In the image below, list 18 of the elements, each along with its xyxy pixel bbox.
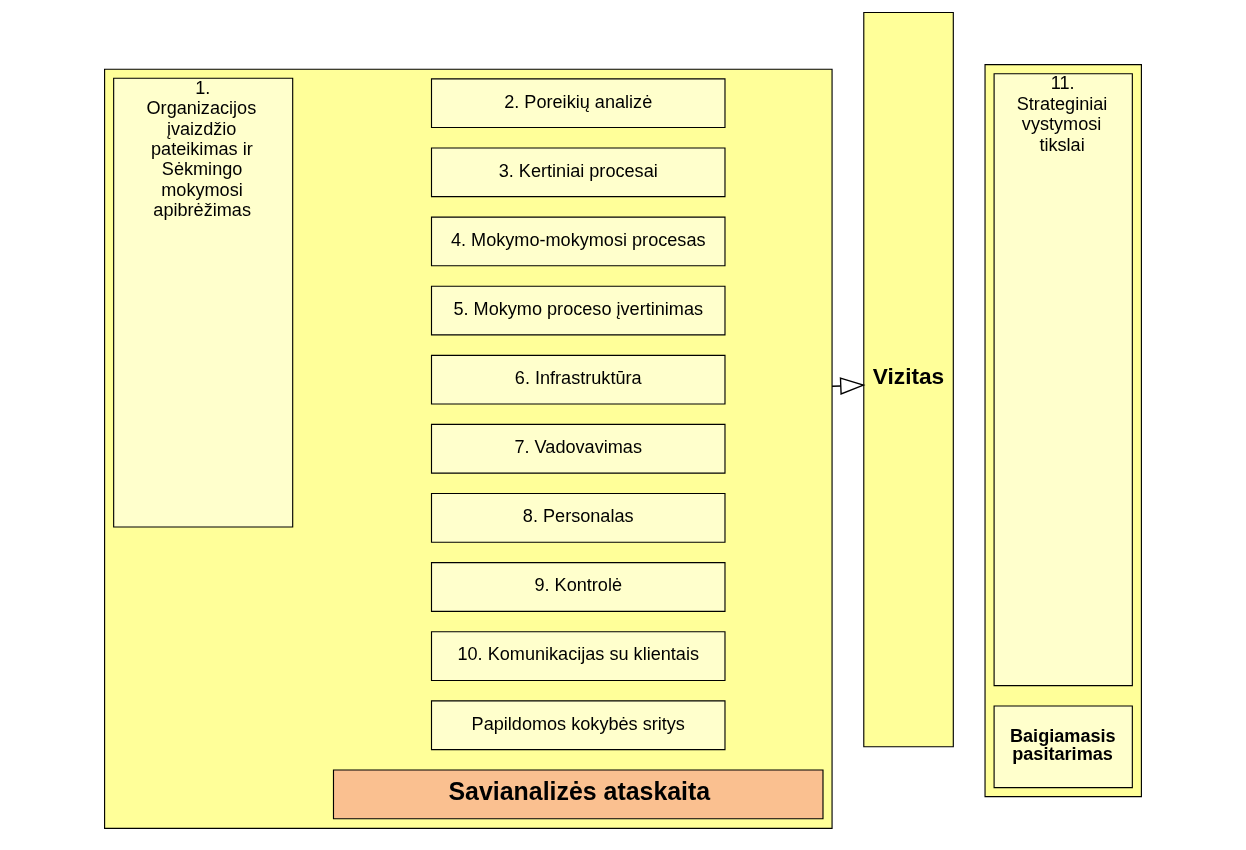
node-box: 5. Mokymo proceso įvertinimas bbox=[430, 285, 726, 336]
node-box: Papildomos kokybės sritys bbox=[430, 700, 726, 751]
node-box: 7. Vadovavimas bbox=[430, 423, 726, 474]
cluster bbox=[984, 64, 1142, 798]
arrow bbox=[831, 377, 866, 395]
node-box: 3. Kertiniai procesai bbox=[430, 147, 726, 198]
node-box: 8. Personalas bbox=[430, 493, 726, 543]
node-box: 4. Mokymo-mokymosi procesas bbox=[430, 216, 726, 267]
cluster bbox=[104, 68, 833, 829]
node-box: 1. Organizacijos įvaizdžio pateikimas ir Sėkmingo mokymosi apibrėžimas bbox=[113, 77, 294, 528]
node-box: 11. Strateginiai vystymosi tikslai bbox=[993, 73, 1133, 687]
node-box: 2. Poreikių analizė bbox=[430, 78, 726, 129]
node-box: Vizitas bbox=[863, 11, 954, 748]
node-box: 10. Komunikacijas su klientais bbox=[430, 631, 726, 682]
node-box: Baigiamasis pasitarimas bbox=[993, 705, 1133, 789]
node-box: 6. Infrastruktūra bbox=[430, 354, 726, 405]
node-box: Savianalizės ataskaita bbox=[332, 769, 824, 820]
node-box: 9. Kontrolė bbox=[430, 562, 726, 612]
